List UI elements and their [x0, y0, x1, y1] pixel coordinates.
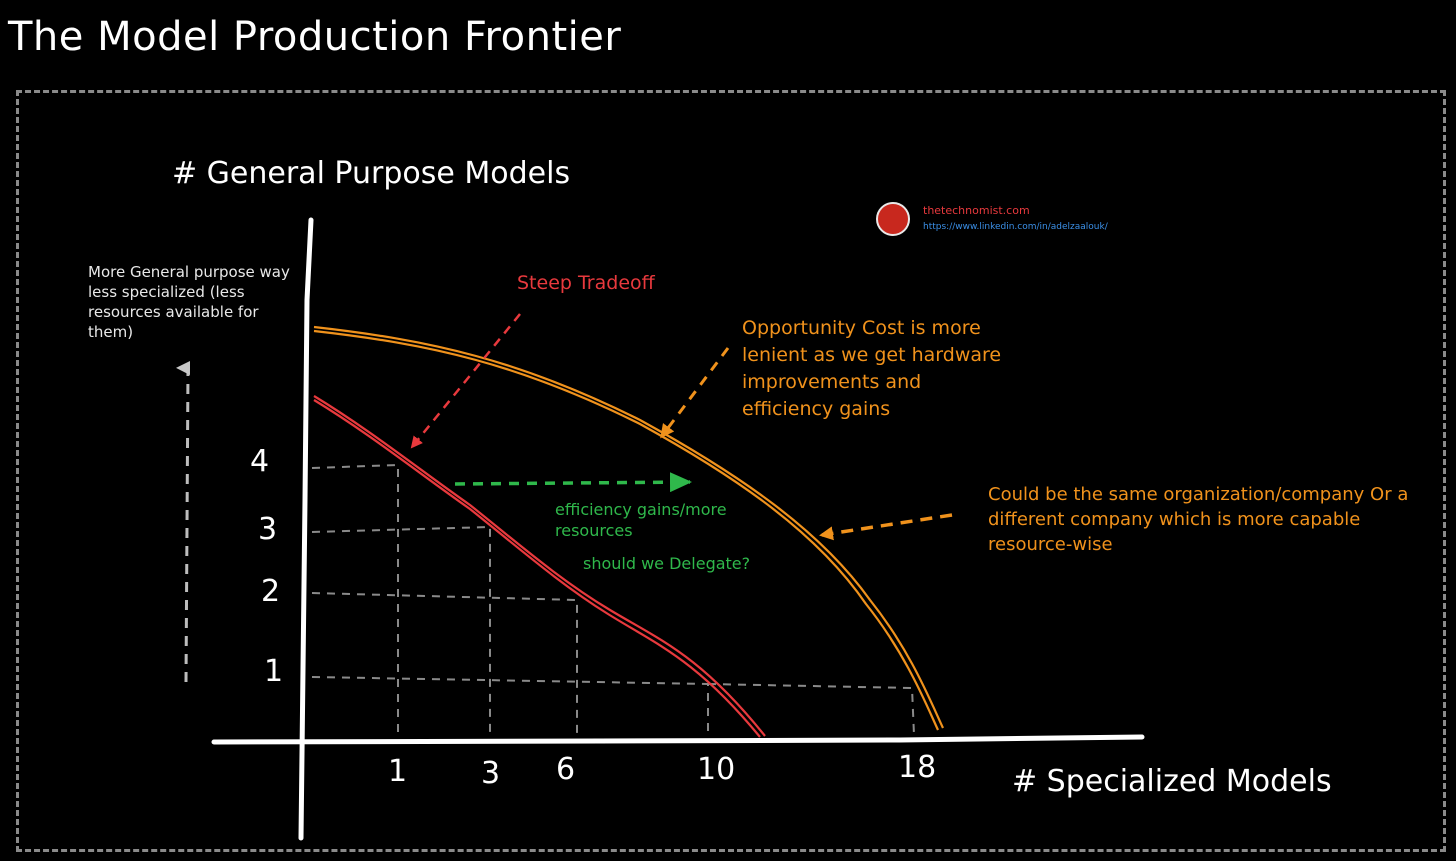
y-tick-2: 2 [261, 574, 281, 609]
x-tick-6: 6 [556, 752, 576, 787]
x-tick-18: 18 [898, 750, 937, 785]
x-axis [211, 734, 1145, 745]
page-title: The Model Production Frontier [8, 14, 622, 60]
steep-tradeoff-arrow [410, 313, 521, 449]
could-be-arrow [819, 513, 953, 541]
y-tick-4: 4 [250, 444, 270, 479]
x-axis-label: # Specialized Models [1012, 764, 1332, 799]
inner-frontier-curve [313, 395, 766, 738]
y-tick-3: 3 [258, 512, 278, 547]
outer-frontier-curve [313, 325, 944, 731]
dashed-frame [16, 90, 1446, 852]
x-tick-10: 10 [697, 752, 736, 787]
brand-linkedin-link[interactable]: https://www.linkedin.com/in/adelzaalouk/ [923, 222, 1108, 232]
x-tick-1: 1 [388, 754, 408, 789]
generality-note: More General purpose way less specialize… [88, 263, 290, 341]
generality-arrow [176, 361, 191, 683]
brand-site-link[interactable]: thetechnomist.com [923, 204, 1030, 217]
y-axis-label: # General Purpose Models [172, 156, 571, 191]
steep-tradeoff-label: Steep Tradeoff [517, 272, 655, 294]
efficiency-shift-arrow [454, 472, 692, 493]
x-tick-3: 3 [481, 756, 501, 791]
y-axis [298, 217, 314, 841]
opportunity-cost-arrow [660, 347, 730, 439]
delegate-label: should we Delegate? [583, 554, 751, 573]
grid-guides [311, 463, 915, 736]
brand-logo-icon [876, 202, 910, 236]
could-be-label: Could be the same organization/company O… [988, 484, 1409, 555]
efficiency-label: efficiency gains/more resources [555, 500, 727, 540]
y-tick-1: 1 [264, 654, 284, 689]
opportunity-cost-label: Opportunity Cost is more lenient as we g… [742, 317, 1002, 420]
